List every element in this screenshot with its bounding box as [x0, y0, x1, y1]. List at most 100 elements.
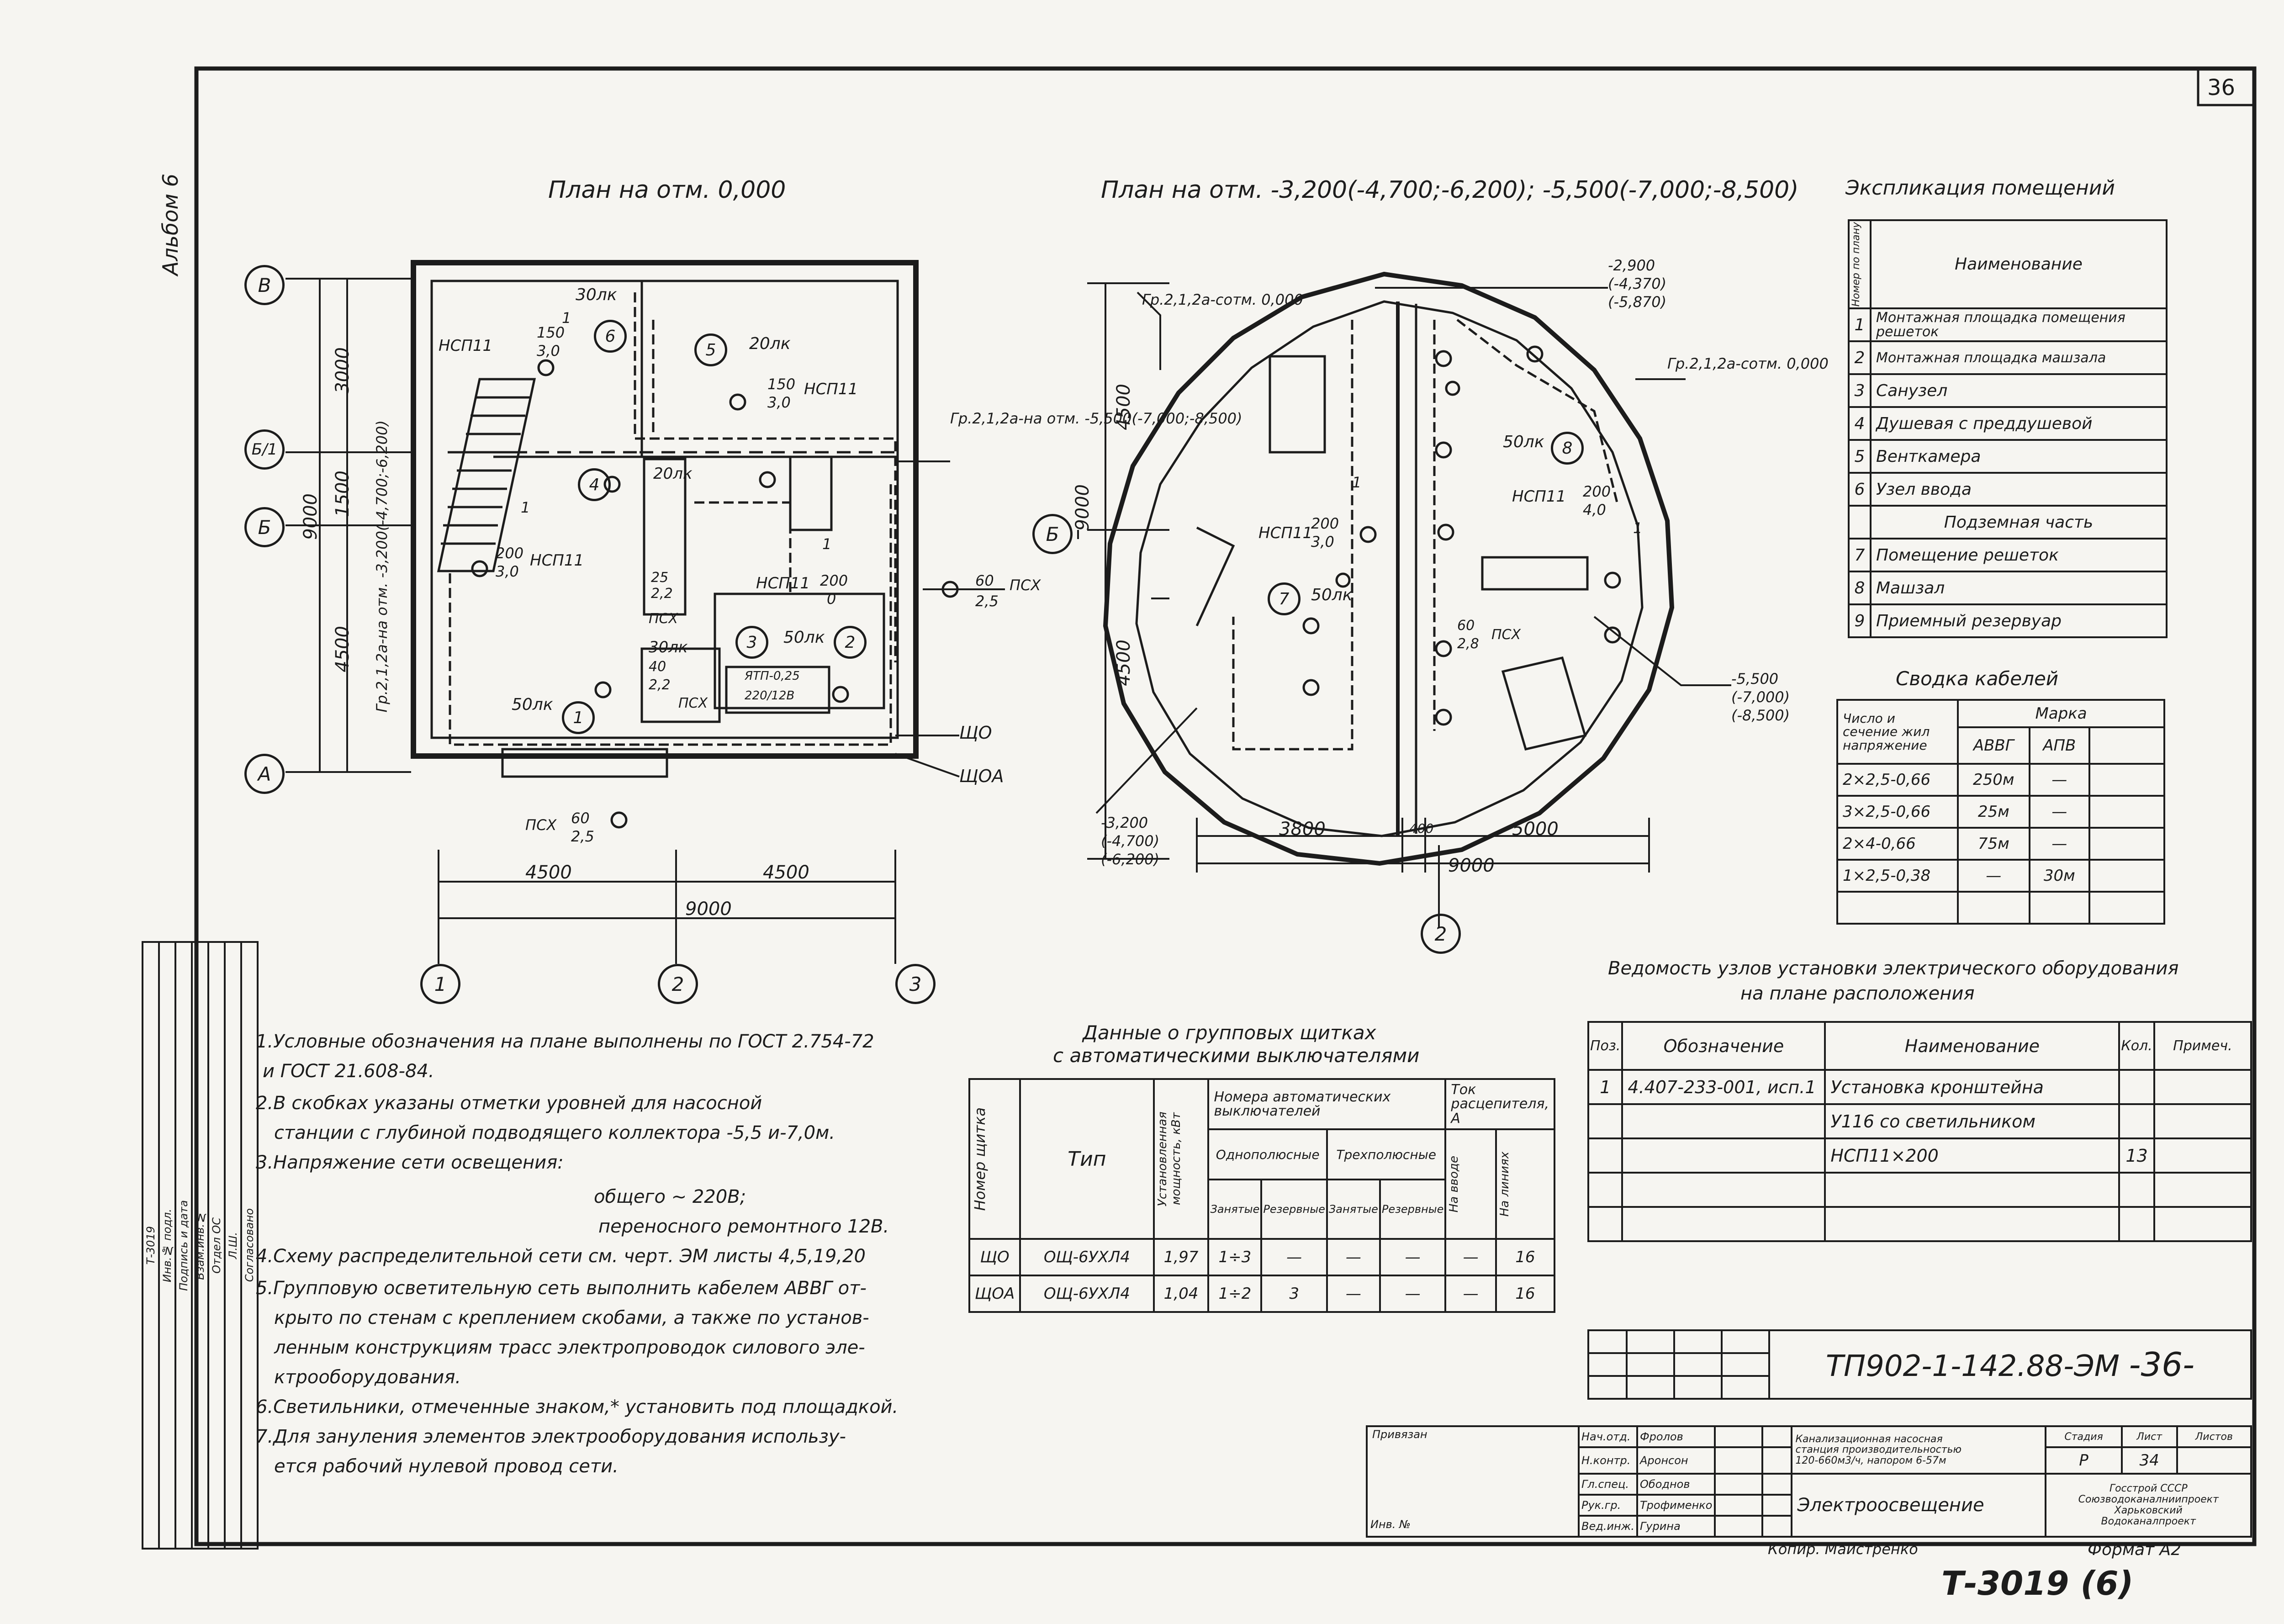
room-1: 1 — [562, 701, 595, 734]
panels-col-lines: На линиях — [1497, 1151, 1512, 1217]
note-line: станции с глубиной подводящего коллектор… — [274, 1122, 835, 1143]
vent-height: 2,2 — [651, 586, 673, 602]
room-3: 3 — [735, 626, 768, 659]
wc-power: 40 — [649, 659, 666, 675]
ug-group-label-b: Гр.2,1,2а-сотм. 0,000 — [1667, 355, 1829, 372]
note-line: и ГОСТ 21.608-84. — [263, 1061, 434, 1082]
room-4: 4 — [578, 468, 611, 501]
level-top-3: (-5,870) — [1608, 293, 1667, 311]
panels-col-s-busy: Занятые — [1207, 1179, 1263, 1240]
panels-col-single: Однополюсные — [1207, 1128, 1328, 1180]
ground-floor-walls — [411, 260, 919, 778]
note-line: ленным конструкциям трасс электропроводо… — [274, 1337, 865, 1358]
stamp-agreed: Согласовано — [243, 1208, 256, 1282]
dim-1500: 1500 — [332, 471, 353, 517]
lamp-height-a: 3,0 — [537, 342, 560, 360]
inv-label: Инв. № — [1370, 1518, 1411, 1531]
socket-power-a: 60 — [975, 572, 994, 589]
equipment-col-qty: Кол. — [2118, 1021, 2155, 1071]
panels-title-2: с автоматическими выключателями — [1053, 1044, 1420, 1067]
equipment-col-desig: Обозначение — [1621, 1021, 1826, 1071]
ug-dim-3800: 3800 — [1279, 819, 1326, 840]
stamp-line-2: Л.Ш. — [227, 1232, 239, 1259]
note-line: 2.В скобках указаны отметки уровней для … — [256, 1093, 762, 1114]
panels-col-s-res: Резервные — [1260, 1179, 1328, 1240]
level-right-3: (-8,500) — [1731, 707, 1790, 724]
album-label: Альбом 6 — [158, 174, 183, 276]
axis-b1: Б/1 — [244, 429, 285, 470]
psx-a: ПСХ — [649, 611, 678, 627]
lamp-qty-a: 1 — [562, 309, 571, 327]
ug-dim-4500-b: 4500 — [1113, 640, 1134, 686]
sheet-number-box — [2197, 67, 2256, 106]
ug-lamp-qty-a: 1 — [1352, 474, 1362, 491]
transformer-label: ЯТП-0,25 — [745, 669, 800, 683]
leader-lines — [895, 460, 1198, 814]
paper-format: Формат А2 — [2088, 1540, 2182, 1559]
ug-axis-2: 2 — [1421, 914, 1461, 954]
psx-b: ПСХ — [678, 695, 708, 711]
lux-50-b: 50лк — [512, 695, 553, 714]
socket-height-a: 2,5 — [975, 592, 999, 610]
sheet-value: 34 — [2120, 1446, 2178, 1475]
dim-4500-a: 4500 — [525, 862, 572, 883]
psx-c: ПСХ — [1010, 577, 1041, 594]
lamp-qty-d: 1 — [822, 535, 832, 553]
explication-title: Экспликация помещений — [1845, 176, 2115, 200]
level-left-3: (-6,200) — [1101, 851, 1160, 868]
ug-lamp-qty-b: 1 — [1633, 519, 1643, 537]
lux-50-a: 50лк — [783, 628, 825, 647]
vent-power: 25 — [651, 570, 669, 586]
axis-2: 2 — [658, 964, 698, 1004]
dim-9000-h: 9000 — [685, 899, 732, 920]
axis-1: 1 — [420, 964, 460, 1004]
equipment-title-1: Ведомость узлов установки электрического… — [1608, 958, 2179, 979]
ug-lamp-type-b: НСП11 — [1512, 487, 1566, 506]
lamp-height-b: 3,0 — [767, 394, 791, 411]
equipment-table: Поз. Обозначение Наименование Кол. Приме… — [1587, 1021, 2252, 1242]
panels-col-power: Установленная мощность, кВт — [1155, 1111, 1183, 1206]
lamp-power-a: 150 — [537, 324, 565, 341]
underground-dimensions — [1077, 282, 1731, 927]
ug-dim-4500-a: 4500 — [1113, 384, 1134, 430]
level-left-1: -3,200 — [1101, 814, 1148, 831]
dim-4500-v: 4500 — [332, 626, 353, 672]
axis-v: В — [244, 265, 285, 305]
stage-value: Р — [2045, 1446, 2123, 1475]
lamp-power-c: 200 — [496, 545, 524, 562]
lamp-type-c: НСП11 — [530, 551, 584, 570]
dim-9000-v: 9000 — [300, 493, 321, 540]
level-top-2: (-4,370) — [1608, 275, 1667, 292]
ug-socket-height: 2,8 — [1457, 636, 1479, 652]
drawing-code: ТП902-1-142.88-ЭМ — [1825, 1349, 2120, 1383]
stamp-col-sign: Подпись и дата — [177, 1200, 190, 1291]
note-line: ется рабочий нулевой провод сети. — [274, 1456, 619, 1477]
ug-lamp-power-b: 200 — [1583, 483, 1611, 500]
axis-3: 3 — [895, 964, 936, 1004]
room-5: 5 — [694, 333, 727, 366]
panel-sho: ЩО — [959, 723, 992, 743]
group-label-left: Гр.2,1,2а-на отм. -3,200(-4,700;-6,200) — [373, 420, 391, 713]
note-line: 6.Светильники, отмеченные знаком,* устан… — [256, 1397, 899, 1418]
dim-4500-b: 4500 — [763, 862, 809, 883]
lamp-power-b: 150 — [767, 376, 796, 393]
ug-group-label-a: Гр.2,1,2а-сотм. 0,000 — [1142, 291, 1303, 308]
drawing-frame — [194, 66, 2257, 1546]
drawing-sheet-mark: -36- — [2129, 1345, 2195, 1384]
ug-lux-50-a: 50лк — [1311, 586, 1353, 604]
panels-col-breakers: Номера автоматических выключателей — [1207, 1078, 1447, 1130]
explication-col-name: Наименование — [1870, 219, 2168, 310]
note-line: 5.Групповую осветительную сеть выполнить… — [256, 1278, 867, 1299]
table-row: У116 со светильником — [1587, 1103, 2252, 1139]
panels-table: Номер щитка Тип Установленная мощность, … — [968, 1078, 1556, 1313]
lamp-height-d: 0 — [827, 590, 836, 608]
